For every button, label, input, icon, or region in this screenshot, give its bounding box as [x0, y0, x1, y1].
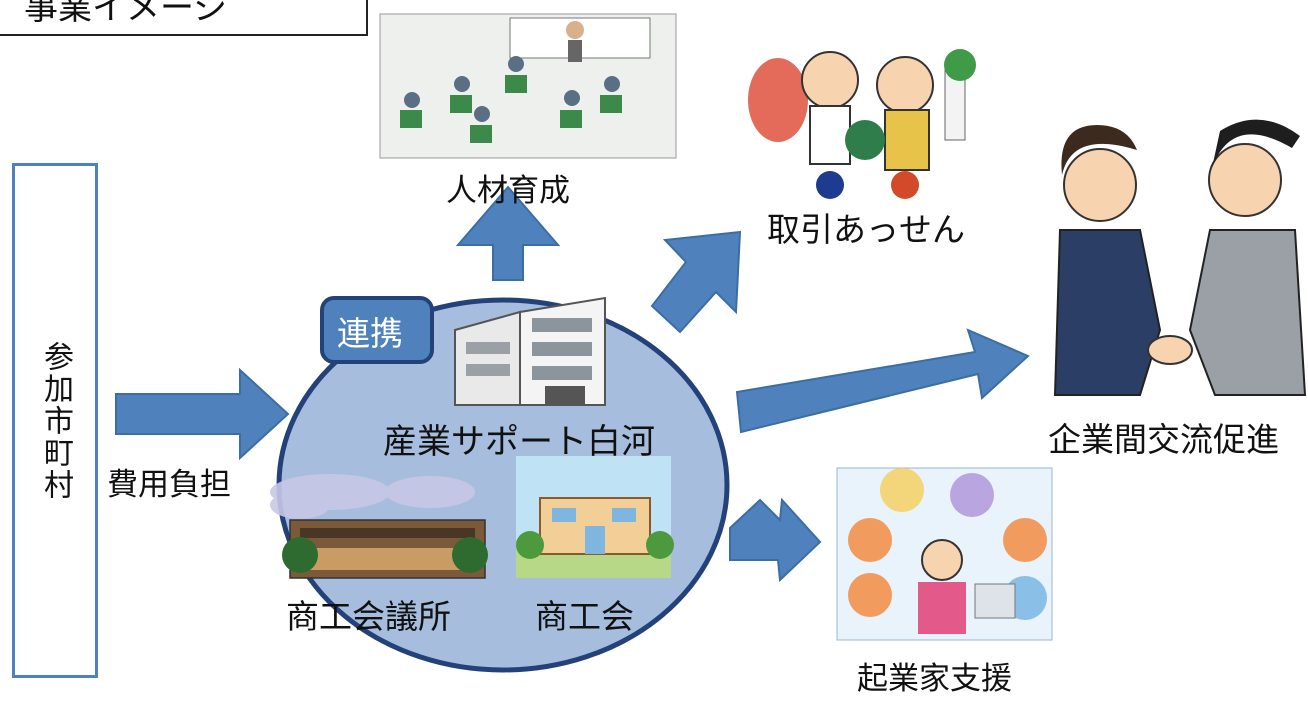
arrow-startup	[729, 497, 822, 583]
cost-label: 費用負担	[107, 467, 231, 503]
office-building-icon	[454, 296, 606, 406]
arrow-training	[455, 185, 561, 281]
municipality-box: 参加市町村	[12, 163, 98, 678]
arrow-exchange	[735, 328, 1030, 434]
trade-label: 取引あっせん	[767, 210, 965, 249]
commerce-label: 商工会	[535, 597, 634, 636]
handshake-illustration	[1053, 119, 1307, 396]
cost-arrow	[115, 367, 290, 461]
trade-illustration	[748, 49, 976, 199]
exchange-label: 企業間交流促進	[1048, 420, 1279, 459]
chamber-label: 商工会議所	[286, 597, 451, 636]
startup-illustration	[836, 467, 1053, 641]
classroom-illustration	[379, 13, 677, 159]
collaboration-tag	[320, 296, 434, 364]
arrow-trade	[650, 230, 742, 334]
municipality-label: 参加市町村	[38, 340, 73, 501]
center-org-label: 産業サポート白河	[383, 422, 655, 462]
chamber-building-icon	[282, 519, 488, 579]
training-label: 人材育成	[446, 173, 570, 209]
commerce-building-icon	[516, 456, 674, 578]
title-box: 事業イメージ	[0, 0, 368, 36]
collaboration-label: 連携	[337, 314, 403, 353]
startup-label: 起業家支援	[857, 661, 1012, 697]
title: 事業イメージ	[24, 0, 228, 28]
cloud-decoration	[270, 474, 475, 519]
